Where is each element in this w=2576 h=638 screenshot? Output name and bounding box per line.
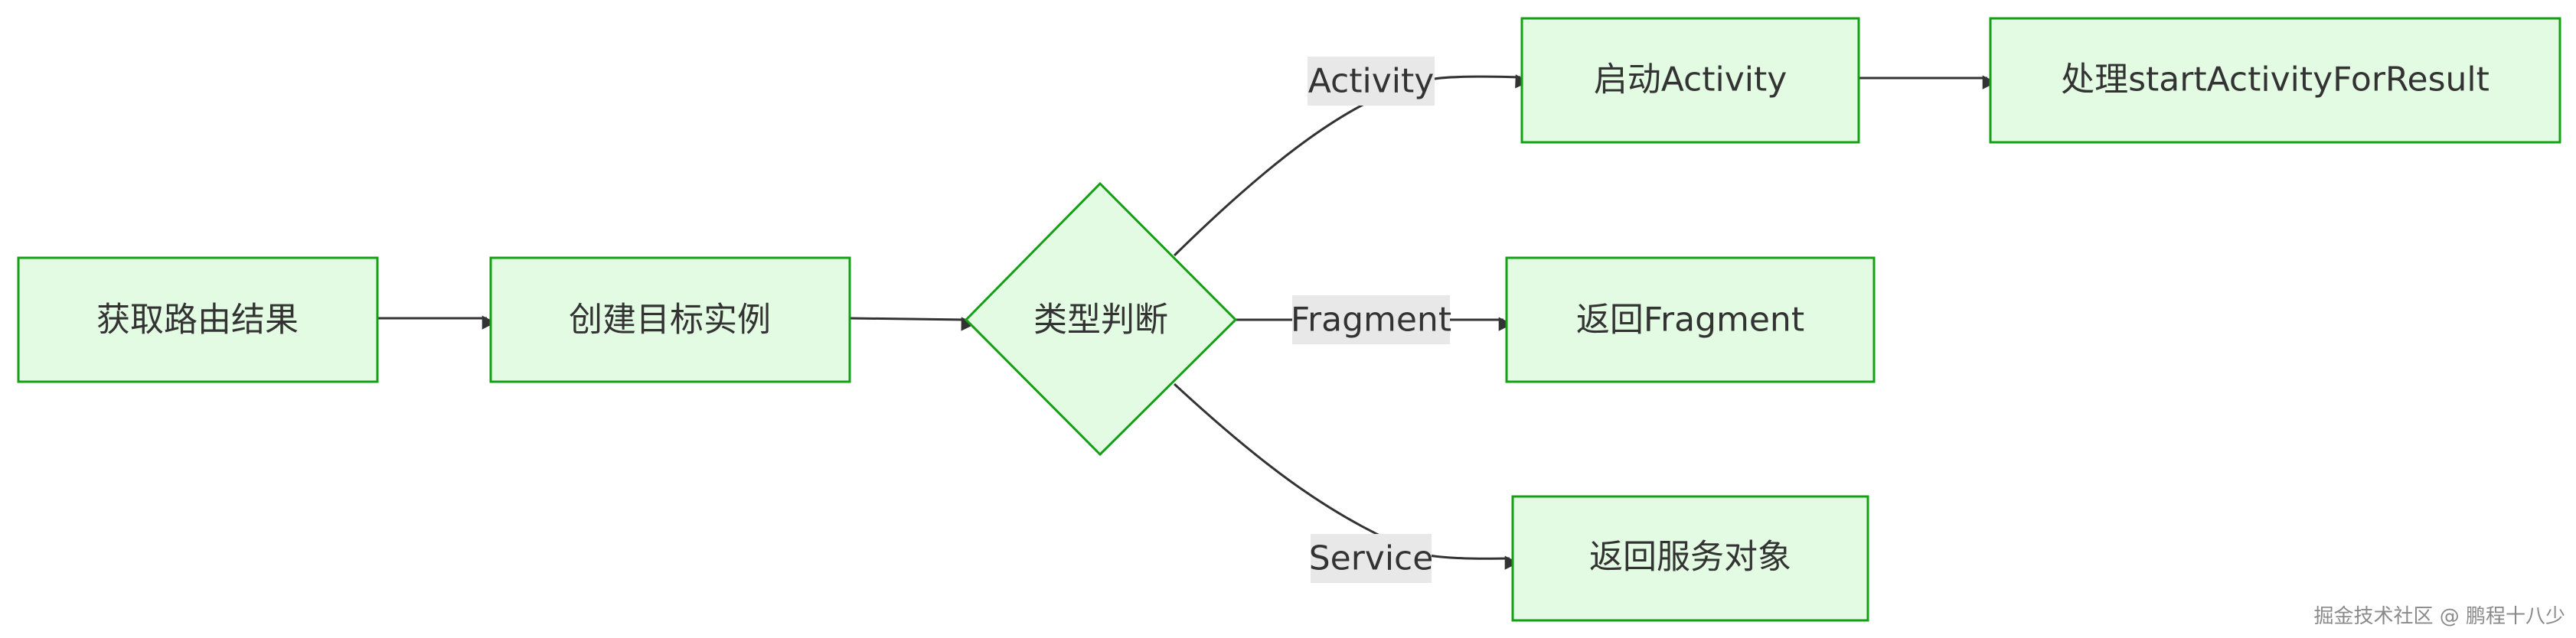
edge-label-fragment-text: Fragment <box>1291 301 1451 340</box>
node-handle-result: 处理startActivityForResult <box>1989 17 2561 144</box>
edge-label-activity: Activity <box>1308 57 1435 106</box>
node-create-instance: 创建目标实例 <box>489 256 851 383</box>
node-start-activity: 启动Activity <box>1520 17 1860 144</box>
node-return-fragment: 返回Fragment <box>1505 256 1876 383</box>
node-type-check-label: 类型判断 <box>1033 301 1168 340</box>
node-type-check: 类型判断 <box>964 181 1238 457</box>
edge-label-fragment: Fragment <box>1291 295 1451 344</box>
node-get-route-result: 获取路由结果 <box>17 256 379 383</box>
node-start-activity-label: 启动Activity <box>1594 60 1788 99</box>
node-return-fragment-label: 返回Fragment <box>1576 301 1804 340</box>
edge-create-to-type <box>849 317 975 331</box>
node-return-service: 返回服务对象 <box>1511 495 1869 622</box>
node-return-service-label: 返回服务对象 <box>1589 538 1791 577</box>
watermark: 掘金技术社区 @ 鹏程十八少 <box>2313 605 2565 628</box>
edge-type-to-service <box>1173 382 1519 570</box>
edge-label-service: Service <box>1309 534 1434 583</box>
node-handle-result-label: 处理startActivityForResult <box>2061 60 2489 99</box>
node-create-instance-label: 创建目标实例 <box>569 301 771 340</box>
edge-label-service-text: Service <box>1309 539 1434 578</box>
node-get-route-result-label: 获取路由结果 <box>96 301 299 340</box>
edge-label-activity-text: Activity <box>1308 62 1435 101</box>
